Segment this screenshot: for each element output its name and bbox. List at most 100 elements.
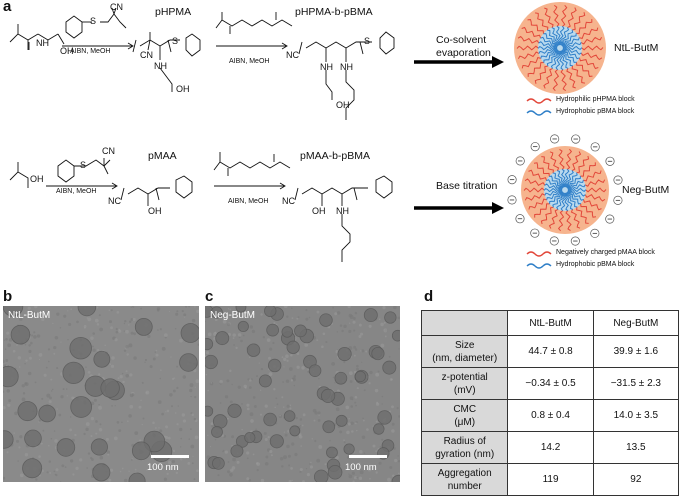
legend-negative: Negatively charged pMAA block: [556, 249, 655, 256]
micelle-particle: [237, 320, 249, 333]
hydrophilic-strand: [534, 203, 550, 218]
micelle-particle: [100, 378, 120, 398]
micelle-particle: [92, 463, 111, 482]
table-row: Size (nm, diameter) 44.7 ± 0.8 39.9 ± 1.…: [420, 335, 680, 368]
micelle-particle: [343, 443, 355, 455]
micelle-name-ntl: NtL-ButM: [614, 42, 659, 54]
micelle-particle: [205, 354, 218, 370]
reagent-label-2: AIBN, MeOH: [229, 58, 270, 65]
atom-oh-4: OH: [30, 174, 44, 184]
hydrophilic-strand: [549, 151, 560, 171]
table-row: Aggregation number 119 92: [420, 463, 680, 496]
hydrophobic-strand: [561, 168, 567, 188]
atom-nh-3: NH: [320, 62, 333, 72]
micelle-particle: [326, 446, 338, 459]
micelle-particle: [289, 425, 301, 437]
tem-label-neg: Neg-ButM: [210, 310, 256, 321]
scale-bar-c: [349, 455, 387, 458]
micelle-particle: [90, 438, 108, 456]
hydrophobic-strand: [555, 50, 562, 71]
hydrophilic-strand: [524, 178, 546, 186]
row-label-size: Size (nm, diameter): [420, 335, 509, 368]
micelle-particle: [56, 438, 76, 457]
hydrophilic-strand: [585, 179, 606, 187]
hydrophobic-strand: [560, 50, 573, 67]
cell-radius-neg: 13.5: [592, 431, 680, 464]
hydrophobic-strand: [558, 50, 565, 71]
hydrophobic-strand: [543, 187, 563, 193]
scale-text-b: 100 nm: [147, 462, 179, 473]
micelle-particle: [269, 434, 284, 449]
micelle-particle: [38, 404, 56, 423]
cell-aggregation-neg: 92: [592, 463, 680, 496]
polymer-title-phpma: pHPMA: [155, 6, 192, 18]
hydrophobic-strand: [566, 172, 578, 188]
legend-hydrophobic-bottom: Hydrophobic pBMA block: [556, 261, 635, 268]
hydrophilic-strand: [517, 51, 539, 60]
micelle-particle: [227, 403, 242, 418]
hydrophilic-strand: [552, 69, 560, 92]
micelle-particle: [377, 410, 392, 425]
micelle-particle: [337, 346, 352, 362]
hydrophobic-strand: [567, 189, 586, 197]
hydrophilic-strand: [581, 45, 604, 51]
hydrophilic-strand: [540, 206, 554, 225]
micelle-particle: [17, 401, 38, 422]
hydrophobic-strand: [552, 192, 564, 208]
table-row: CMC (μM) 0.8 ± 0.4 14.0 ± 3.5: [420, 399, 680, 432]
hydrophobic-strand: [567, 191, 584, 201]
hydrophobic-strand: [552, 172, 565, 188]
hydrophobic-strand: [560, 192, 567, 212]
cell-radius-ntl: 14.2: [507, 431, 594, 464]
hydrophobic-strand: [546, 50, 559, 67]
hydrophilic-strand: [517, 35, 540, 44]
tem-label-ntl: NtL-ButM: [8, 310, 51, 321]
panel-label-d: d: [424, 288, 434, 305]
micelle-particle: [281, 326, 294, 338]
cell-zpotential-ntl: −0.34 ± 0.5: [507, 367, 594, 400]
micelle-particle: [371, 346, 385, 361]
synthesis-scheme: [9, 2, 623, 269]
atom-nh-4: NH: [336, 206, 349, 216]
micelle-particle: [246, 343, 261, 357]
hydrophobic-strand: [567, 179, 584, 190]
micelle-particle: [211, 426, 223, 438]
hydrophobic-strand: [562, 49, 580, 60]
atom-cn-2: CN: [140, 50, 153, 60]
hydrophilic-strand: [583, 170, 602, 182]
hydrophobic-strand: [558, 25, 565, 46]
hydrophilic-strand: [567, 7, 577, 28]
table-header-neg: Neg-ButM: [592, 310, 680, 336]
micelle-particle: [215, 331, 230, 346]
micelle-particle: [131, 441, 151, 461]
hydrophilic-strand: [541, 156, 554, 173]
micelle-particle: [373, 423, 385, 435]
atom-s-4: S: [80, 160, 87, 170]
hydrophilic-strand: [576, 19, 593, 34]
atom-oh-3: OH: [336, 100, 350, 110]
hydrophobic-strand: [540, 36, 558, 47]
hydrophobic-strand: [563, 168, 570, 188]
micelle-particle: [263, 412, 277, 427]
tem-image-ntl: NtL-ButM 100 nm: [3, 306, 199, 482]
scale-bar-b: [151, 455, 189, 458]
micelle-particle: [180, 323, 199, 343]
atom-nc-3: NC: [282, 196, 295, 206]
hydrophobic-strand: [540, 48, 558, 59]
table-header-ntl: NtL-ButM: [507, 310, 594, 336]
hydrophobic-strand: [543, 33, 559, 47]
hydrophobic-strand: [556, 192, 565, 211]
micelle-particle: [327, 465, 343, 480]
process-label-bottom: Base titration: [436, 180, 498, 192]
hydrophobic-strand: [556, 170, 566, 188]
hydrophilic-strand: [576, 62, 593, 77]
legend-hydrophilic: Hydrophilic pHPMA block: [556, 96, 635, 103]
atom-nc-2: NC: [108, 196, 121, 206]
hydrophilic-strand: [558, 148, 565, 170]
table-row: z-potential (mV) −0.34 ± 0.5 −31.5 ± 2.3: [420, 367, 680, 400]
micelle-particle: [391, 329, 400, 342]
hydrophilic-strand: [521, 57, 541, 69]
table-header-blank: [420, 310, 509, 336]
atom-s-1: S: [90, 16, 97, 26]
micelle-particle: [212, 457, 225, 470]
